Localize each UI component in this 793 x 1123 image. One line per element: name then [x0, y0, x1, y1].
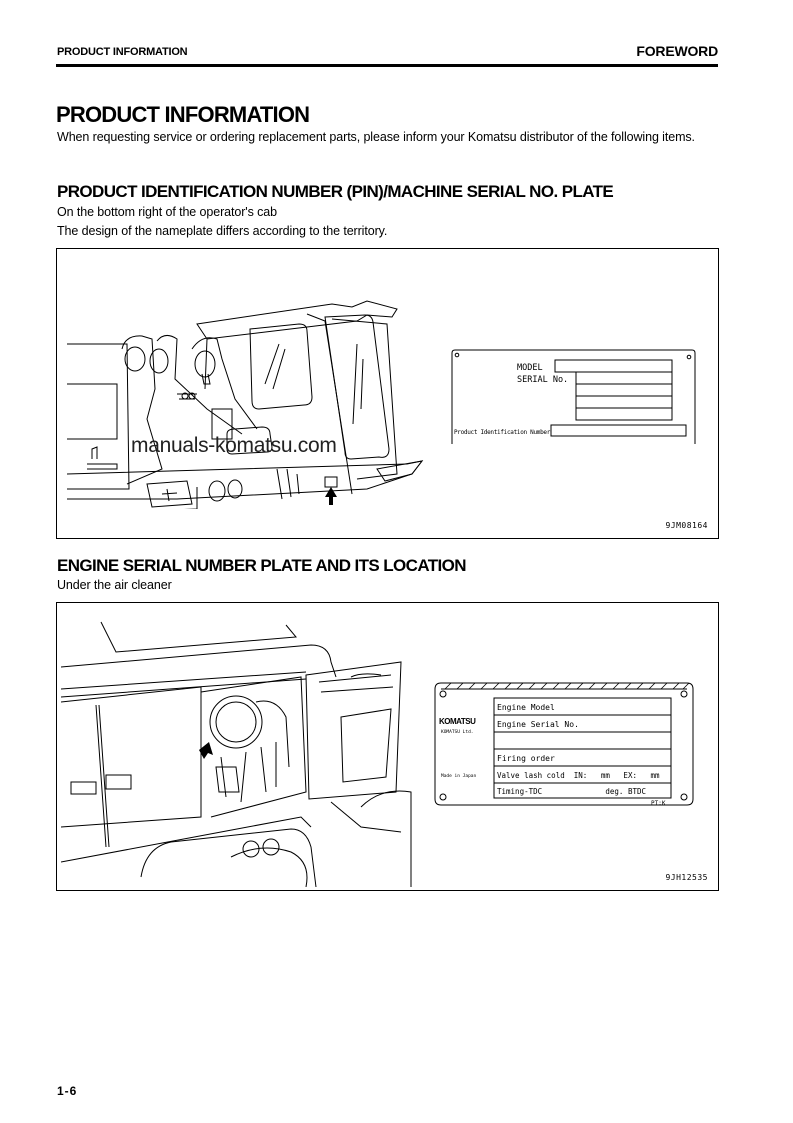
engine-serial-row: Engine Serial No. — [497, 720, 579, 729]
figure-code: 9JH12535 — [665, 873, 708, 882]
page-title: PRODUCT INFORMATION — [56, 102, 310, 127]
komatsu-logo-icon: KOMATSU — [439, 717, 476, 726]
running-header-section: PRODUCT INFORMATION — [57, 46, 188, 58]
plate-model-label: MODEL — [517, 363, 543, 373]
valve-lash-row: Valve lash cold IN: mm EX: mm — [497, 771, 660, 780]
timing-row: Timing-TDC deg. BTDC — [497, 787, 646, 796]
machine-cab-illustration-icon — [67, 300, 424, 509]
engine-location-text: Under the air cleaner — [57, 578, 172, 592]
figure-code: 9JM08164 — [665, 521, 708, 530]
engine-serial-nameplate: Engine Model Engine Serial No. Firing or… — [434, 682, 694, 807]
plate-company-name: KOMATSU Ltd. — [441, 729, 474, 735]
intro-paragraph: When requesting service or ordering repl… — [57, 130, 695, 144]
engine-model-row: Engine Model — [497, 703, 555, 712]
plate-pin-label: Product Identification Number — [454, 429, 551, 436]
pin-figure: MODEL SERIAL No. Product Identification … — [56, 248, 719, 539]
engine-compartment-illustration-icon — [61, 621, 412, 887]
pin-location-text: On the bottom right of the operator's ca… — [57, 205, 277, 219]
firing-order-row: Firing order — [497, 754, 555, 763]
engine-figure: Engine Model Engine Serial No. Firing or… — [56, 602, 719, 891]
pin-section-heading: PRODUCT IDENTIFICATION NUMBER (PIN)/MACH… — [57, 182, 614, 201]
pin-note-text: The design of the nameplate differs acco… — [57, 224, 388, 238]
running-header-chapter: FOREWORD — [636, 43, 718, 59]
plate-serial-label: SERIAL No. — [517, 375, 568, 385]
plate-origin: Made in Japan — [441, 773, 477, 779]
watermark-link[interactable]: manuals-komatsu.com — [131, 434, 337, 457]
header-rule — [56, 64, 718, 67]
page-number: 1-6 — [57, 1084, 78, 1098]
machine-serial-nameplate: MODEL SERIAL No. Product Identification … — [451, 349, 696, 444]
plate-part-code: PT:K — [651, 800, 666, 807]
engine-section-heading: ENGINE SERIAL NUMBER PLATE AND ITS LOCAT… — [57, 556, 467, 575]
